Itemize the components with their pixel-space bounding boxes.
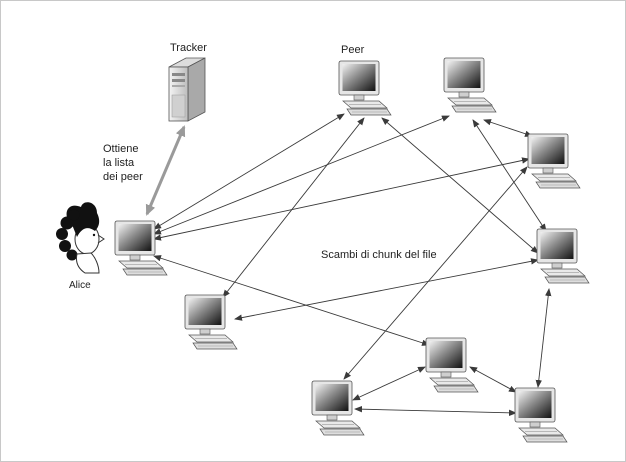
get-list-label-line1: Ottiene [103, 143, 138, 155]
tracker-server-icon [168, 57, 206, 122]
tracker-label: Tracker [170, 42, 207, 54]
peer-top-computer-icon [338, 60, 392, 116]
peer-right-mid-computer-icon [536, 228, 590, 284]
arrow-peer-bottom-left-to-peer-bottom-center [352, 366, 426, 401]
arrow-peer-bottom-left-to-peer-bottom-right [354, 405, 517, 417]
peer-left-mid-computer-icon [184, 294, 238, 350]
get-list-label-line3: dei peer [103, 171, 143, 183]
arrow-alice-pc-to-peer-top-right [153, 115, 450, 235]
arrow-alice-pc-to-peer-right-upper [153, 157, 530, 241]
peer-bottom-right-computer-icon [514, 387, 568, 443]
alice-label: Alice [69, 280, 91, 291]
peer-bottom-center-computer-icon [425, 337, 479, 393]
arrow-peer-top-right-to-peer-right-upper [483, 119, 533, 137]
tracker-arrow [145, 125, 186, 216]
peer-label: Peer [341, 44, 365, 56]
get-list-label-line2: la lista [103, 157, 135, 169]
arrow-peer-bottom-center-to-peer-bottom-right [469, 366, 517, 393]
peer-bottom-left-computer-icon [311, 380, 365, 436]
peer-top-right-computer-icon [443, 57, 497, 113]
arrow-peer-right-upper-to-peer-bottom-left [343, 166, 528, 380]
arrow-peer-right-mid-to-peer-bottom-right [535, 288, 552, 388]
alice-computer-icon [114, 220, 168, 276]
peer-right-upper-computer-icon [527, 133, 581, 189]
arrow-peer-left-mid-to-peer-right-mid [234, 258, 539, 321]
connection-arrows [153, 113, 552, 417]
alice-avatar-icon [56, 202, 105, 274]
chunk-exchange-label: Scambi di chunk del file [321, 249, 437, 261]
